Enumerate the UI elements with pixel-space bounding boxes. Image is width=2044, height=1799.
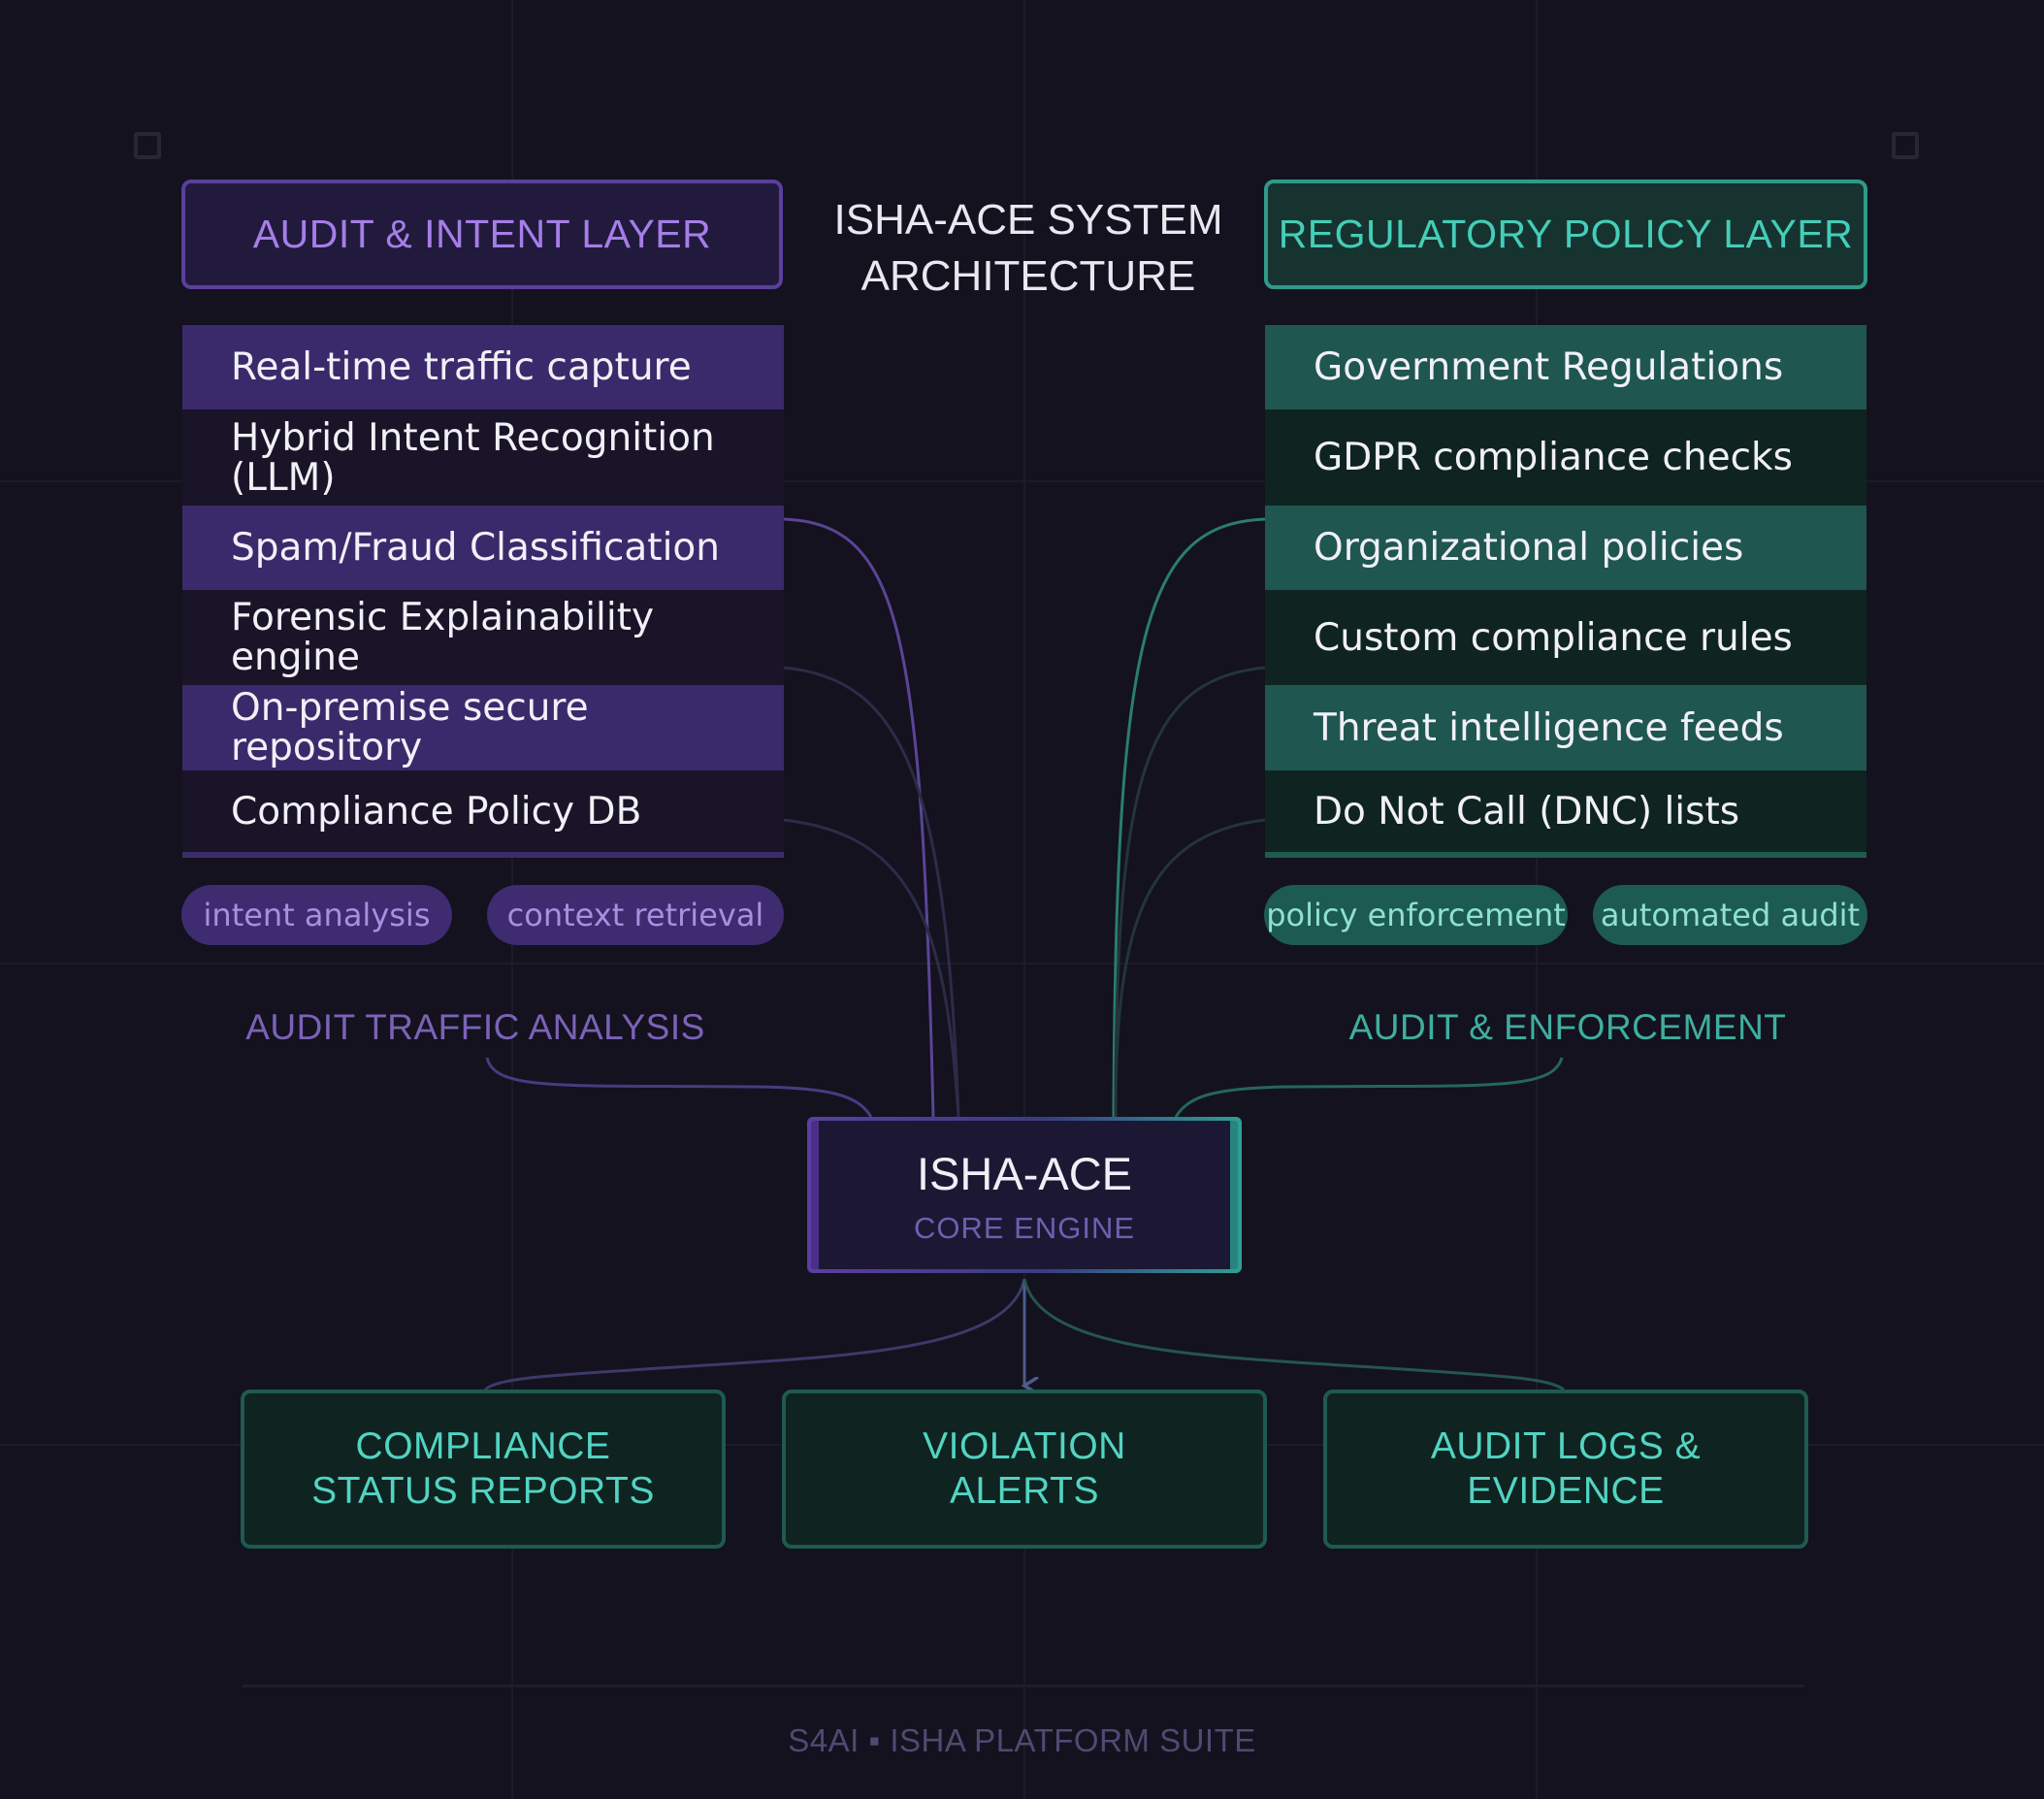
grid-line — [1023, 0, 1025, 1799]
audit-enforcement-caption: AUDIT & ENFORCEMENT — [1348, 1007, 1787, 1047]
connector-left-main — [783, 517, 935, 1118]
tag-pill: automated audit — [1593, 885, 1867, 945]
connector-output-right — [1022, 1278, 1565, 1391]
audit-traffic-analysis-caption: AUDIT TRAFFIC ANALYSIS — [245, 1007, 705, 1047]
compliance-status-reports-box: COMPLIANCE STATUS REPORTS — [241, 1390, 726, 1549]
violation-alerts-box: VIOLATION ALERTS — [782, 1390, 1267, 1549]
list-item: Compliance Policy DB — [182, 770, 784, 852]
list-item: Forensic Explainability engine — [182, 590, 784, 685]
core-engine-title: ISHA-ACE — [917, 1147, 1132, 1199]
grid-line — [0, 480, 2044, 482]
page-title: ISHA-ACE SYSTEM ARCHITECTURE — [815, 192, 1242, 305]
audit-intent-layer-header: AUDIT & INTENT LAYER — [181, 180, 783, 289]
core-engine-box: ISHA-ACE CORE ENGINE — [807, 1117, 1242, 1273]
tag-pill: context retrieval — [487, 885, 784, 945]
list-item: Do Not Call (DNC) lists — [1265, 770, 1866, 852]
connector-caption-right — [1174, 1057, 1564, 1118]
connector-output-left — [484, 1278, 1026, 1391]
regulatory-policy-layer-header: REGULATORY POLICY LAYER — [1264, 180, 1867, 289]
connector-right-faint — [1114, 818, 1266, 1118]
list-item: Real-time traffic capture — [182, 325, 784, 409]
connector-caption-left — [485, 1057, 873, 1118]
title-text: ISHA-ACE SYSTEM ARCHITECTURE — [833, 196, 1223, 300]
list-item: Hybrid Intent Recognition (LLM) — [182, 409, 784, 506]
footer-divider — [243, 1685, 1804, 1687]
core-engine-inner: ISHA-ACE CORE ENGINE — [811, 1121, 1238, 1269]
grid-line — [0, 963, 2044, 965]
footer-brand: S4AI ▪ ISHA PLATFORM SUITE — [788, 1722, 1256, 1758]
list-item: Custom compliance rules — [1265, 590, 1866, 685]
list-item: Organizational policies — [1265, 506, 1866, 590]
corner-mark — [134, 132, 161, 159]
list-item: Threat intelligence feeds — [1265, 685, 1866, 770]
core-engine-subtitle: CORE ENGINE — [913, 1210, 1136, 1245]
connector-right-faint — [1114, 666, 1266, 1118]
corner-mark — [1892, 132, 1919, 159]
list-item: GDPR compliance checks — [1265, 409, 1866, 506]
connector-left-faint — [783, 818, 960, 1118]
connector-right-main — [1112, 517, 1266, 1118]
audit-logs-evidence-box: AUDIT LOGS & EVIDENCE — [1323, 1390, 1808, 1549]
tag-pill: policy enforcement — [1264, 885, 1568, 945]
audit-intent-item-list: Real-time traffic capture Hybrid Intent … — [182, 325, 784, 858]
list-item: Spam/Fraud Classification — [182, 506, 784, 590]
connector-left-faint — [783, 666, 960, 1118]
regulatory-policy-item-list: Government Regulations GDPR compliance c… — [1265, 325, 1866, 858]
list-item: Government Regulations — [1265, 325, 1866, 409]
list-item: On-premise secure repository — [182, 685, 784, 770]
tag-pill: intent analysis — [181, 885, 452, 945]
